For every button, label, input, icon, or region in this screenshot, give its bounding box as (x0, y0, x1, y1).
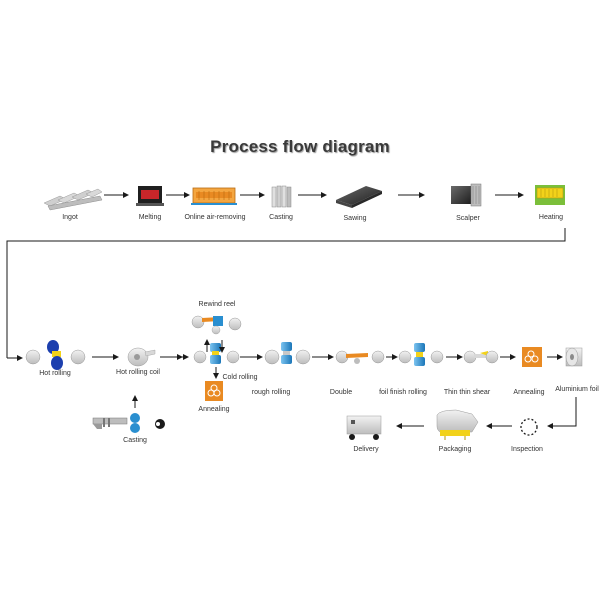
label-cold-rolling: Cold rolling (222, 374, 258, 381)
annealing-right-icon (522, 347, 542, 367)
label-packaging: Packaging (438, 446, 472, 453)
connector-heating-to-hot-rolling (6, 228, 566, 361)
connector-foil-to-inspection (547, 397, 577, 429)
label-sawing: Sawing (343, 215, 367, 222)
inspection-icon (520, 418, 538, 436)
rewind-reel-icon (191, 315, 242, 335)
thin-thin-shear-icon (463, 350, 499, 364)
label-hot-rolling: Hot rolling (39, 370, 71, 377)
packaging-icon (436, 409, 479, 440)
ingot-icon (43, 188, 103, 211)
diagram-title: Process flow diagram (210, 137, 390, 156)
label-foil-finish-rolling: foil finish rolling (379, 389, 427, 396)
annealing-left-icon (205, 381, 223, 401)
hot-rolling-icon (25, 340, 86, 370)
label-aluminium-foil: Aluminium foil (555, 386, 599, 393)
label-melting: Melting (138, 214, 162, 221)
row2-arrows (92, 354, 563, 408)
label-annealing-right: Annealing (513, 389, 545, 396)
label-annealing-left: Annealing (198, 406, 230, 413)
scalper-icon (451, 183, 482, 207)
foil-finish-rolling-icon (398, 343, 444, 366)
casting-top-icon (271, 185, 292, 208)
hot-rolling-coil-icon (127, 347, 156, 367)
label-delivery: Delivery (353, 446, 379, 453)
label-hot-rolling-coil: Hot rolling coil (116, 369, 160, 376)
label-thin-thin-shear: Thin thin shear (443, 389, 491, 396)
casting-bottom-icon (92, 413, 165, 433)
label-online-air-removing: Online air-removing (184, 214, 246, 221)
label-rewind-reel: Rewind reel (198, 301, 236, 308)
label-inspection: Inspection (511, 446, 543, 453)
label-casting-bottom: Casting (123, 437, 147, 444)
cold-rolling-icon (193, 339, 240, 379)
double-icon (335, 350, 385, 364)
label-scalper: Scalper (456, 215, 480, 222)
rough-rolling-icon (264, 342, 311, 365)
label-casting-top: Casting (269, 214, 293, 221)
label-ingot: Ingot (62, 214, 78, 221)
delivery-icon (346, 415, 382, 440)
heating-icon (535, 185, 565, 205)
label-double: Double (329, 389, 353, 396)
sawing-icon (336, 186, 382, 208)
melting-icon (136, 186, 164, 206)
air-removing-icon (191, 187, 237, 205)
label-rough-rolling: rough rolling (251, 389, 291, 396)
aluminium-foil-icon (565, 347, 583, 367)
label-heating: Heating (538, 214, 564, 221)
